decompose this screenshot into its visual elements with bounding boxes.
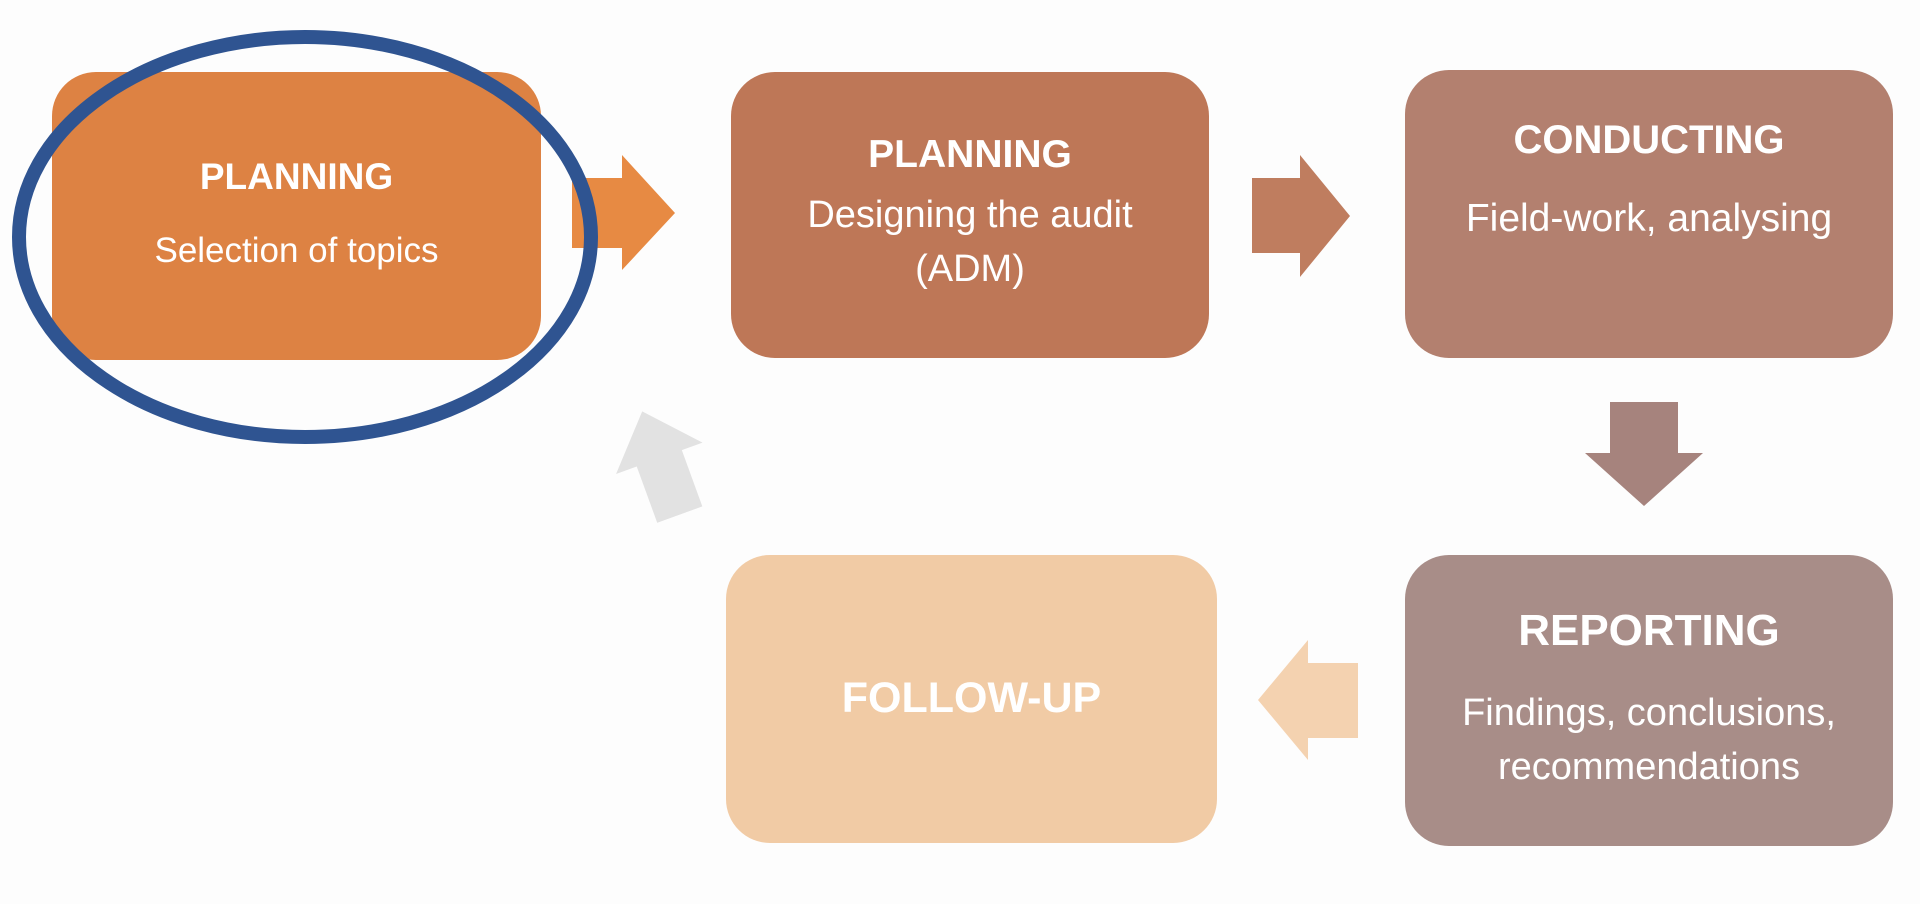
arrow-down-icon: [1585, 402, 1703, 506]
arrow-right-shape: [1252, 155, 1350, 277]
arrow-right-shape: [572, 155, 675, 270]
step-title: PLANNING: [868, 132, 1072, 176]
step-planning-design: PLANNING Designing the audit (ADM): [731, 72, 1209, 358]
step-title: REPORTING: [1518, 606, 1780, 656]
arrow-up-shape: [616, 411, 703, 523]
step-conducting: CONDUCTING Field-work, analysing: [1405, 70, 1893, 358]
step-title: PLANNING: [199, 155, 394, 197]
step-follow-up: FOLLOW-UP: [726, 555, 1217, 843]
arrow-right-icon-1: [572, 155, 678, 270]
arrow-up-return-icon: [599, 396, 723, 531]
step-planning-selection: PLANNING Selection of topics: [52, 72, 541, 360]
arrow-right-icon-2: [1252, 155, 1352, 277]
step-subtitle: Field-work, analysing: [1465, 197, 1833, 241]
arrow-left-icon: [1258, 640, 1358, 760]
step-reporting: REPORTING Findings, conclusions, recomme…: [1405, 555, 1893, 846]
step-title: FOLLOW-UP: [841, 674, 1102, 723]
step-title: CONDUCTING: [1513, 118, 1785, 163]
step-subtitle: Selection of topics: [154, 231, 439, 271]
arrow-down-shape: [1585, 402, 1703, 506]
step-subtitle: Designing the audit (ADM): [807, 194, 1133, 291]
step-subtitle: Findings, conclusions, recommendations: [1462, 691, 1836, 788]
arrow-left-shape: [1258, 640, 1358, 760]
